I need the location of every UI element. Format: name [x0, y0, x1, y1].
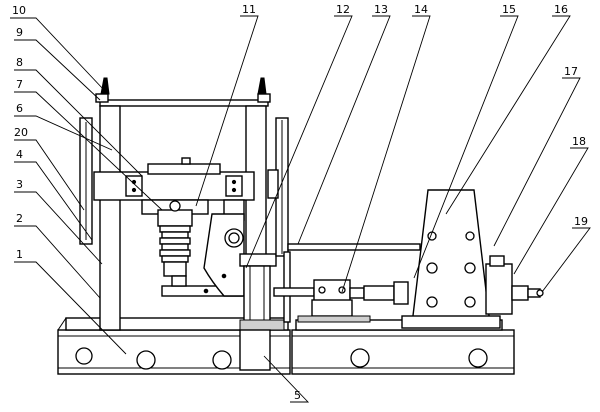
callout-12: 12 — [336, 3, 350, 16]
callout-17: 17 — [564, 65, 578, 78]
spring-assembly — [157, 200, 243, 297]
callout-13: 13 — [374, 3, 388, 16]
leader-lines — [10, 15, 591, 403]
left-column — [99, 105, 121, 331]
callout-20: 20 — [14, 126, 28, 139]
callout-14: 14 — [414, 3, 428, 16]
callout-18: 18 — [572, 135, 586, 148]
callout-1: 1 — [16, 248, 23, 261]
callout-2: 2 — [16, 212, 23, 225]
callout-11: 11 — [242, 3, 256, 16]
swing-arm — [203, 213, 245, 297]
tapered-housing — [401, 189, 501, 329]
side-plate — [79, 117, 93, 245]
top-bolt-left — [100, 77, 110, 95]
callout-9: 9 — [16, 26, 23, 39]
top-beam — [99, 99, 269, 107]
callout-8: 8 — [16, 56, 23, 69]
callout-10: 10 — [12, 4, 26, 17]
callout-7: 7 — [16, 78, 23, 91]
callout-3: 3 — [16, 178, 23, 191]
right-base-top-plate — [295, 319, 503, 331]
slider-block — [297, 279, 409, 323]
callout-4: 4 — [16, 148, 23, 161]
callout-15: 15 — [502, 3, 516, 16]
upright-plate — [267, 117, 289, 257]
left-base-top-plate — [65, 317, 289, 331]
centre-shaft — [239, 253, 285, 371]
top-bolt-right — [257, 77, 267, 95]
callout-5: 5 — [294, 389, 301, 402]
callout-19: 19 — [574, 215, 588, 228]
callout-6: 6 — [16, 102, 23, 115]
callout-labels: 10 9 8 7 6 20 4 3 2 1 11 12 13 14 15 16 … — [12, 3, 588, 402]
right-base — [291, 329, 515, 375]
end-motor — [485, 255, 544, 315]
callout-16: 16 — [554, 3, 568, 16]
